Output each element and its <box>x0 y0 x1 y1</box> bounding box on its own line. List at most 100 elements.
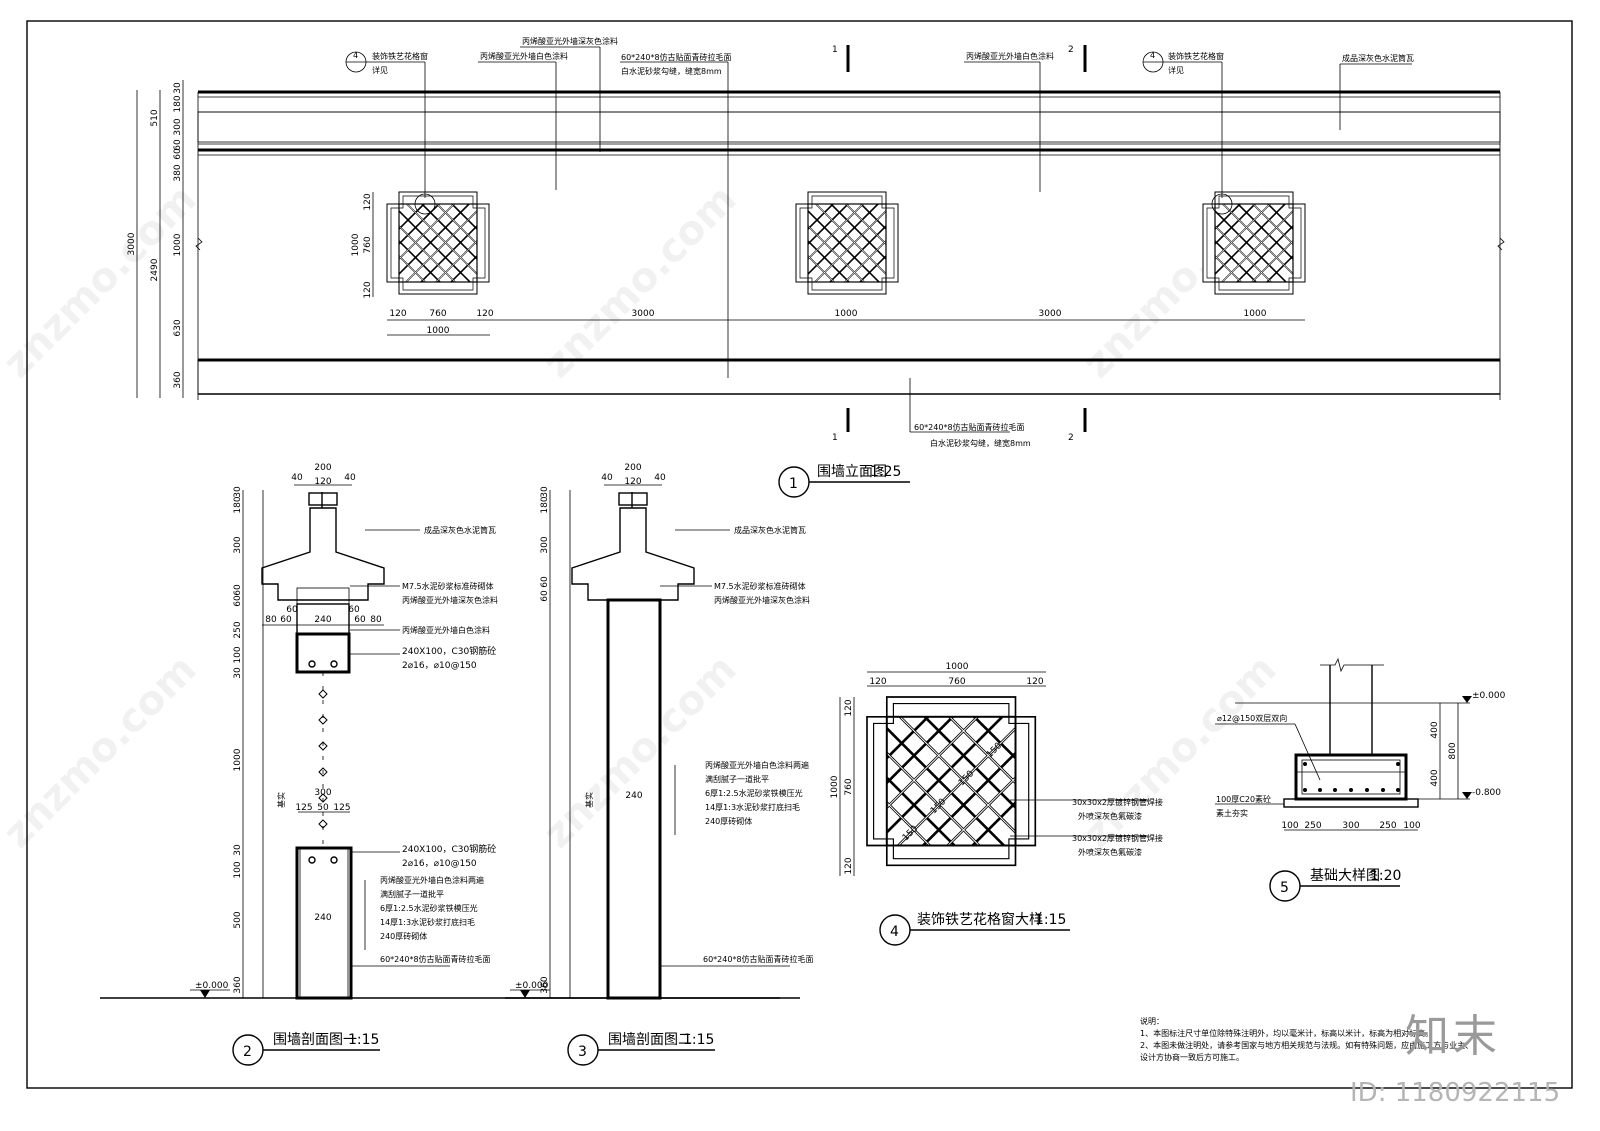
ref-circle-4-left: 4 <box>353 51 358 60</box>
s2-label-putty: 满刮腻子一道批平 <box>705 774 769 784</box>
win-title: 装饰铁艺花格窗大样 <box>917 911 1043 928</box>
s1-label-rebar-top: 2⌀16，⌀10@150 <box>402 661 477 671</box>
s1-dim-6: 100 <box>233 646 243 663</box>
dim-wall-height: 2490 <box>150 258 160 281</box>
label-window-ref-left: 装饰铁艺花格窗 <box>372 51 428 61</box>
dim-d-2: 300 <box>173 118 183 135</box>
fdn-number: 5 <box>1280 880 1289 896</box>
dim-win-bot: 120 <box>363 281 373 298</box>
win-dim-top-0: 1000 <box>946 662 969 672</box>
dim-win-top: 120 <box>363 193 373 210</box>
label-tile-top: 60*240*8仿古贴面青砖拉毛面 <box>621 52 732 62</box>
fdn-scale: 1:20 <box>1370 868 1401 884</box>
dim-d-6: 1000 <box>173 233 183 256</box>
dim-d-7: 630 <box>173 319 183 336</box>
elevation-number: 1 <box>789 476 798 492</box>
label-joint-top: 白水泥砂浆勾缝，缝宽8mm <box>621 66 722 76</box>
s1-dim-11: 500 <box>233 911 243 928</box>
s2-fill-label: 基实 <box>584 792 594 808</box>
fdn-dim-right-1: 400 <box>1430 769 1440 786</box>
s2-dim-3: 60 <box>540 576 550 588</box>
s1-dim-0: 30 <box>233 486 243 498</box>
s1-dim-2: 300 <box>233 536 243 553</box>
dim-h-5: 1000 <box>835 309 858 319</box>
fdn-elev-bot: -0.800 <box>1472 788 1501 798</box>
s1-dim-3: 60 <box>233 584 243 596</box>
section-1-view: 30 180 300 60 60 250 100 30 1000 30 100 … <box>100 463 780 1066</box>
fdn-dim-bot-1: 250 <box>1304 821 1321 831</box>
win-number: 4 <box>890 924 899 940</box>
s1-fill-label: 基实 <box>276 792 286 808</box>
s1-scale: 1:15 <box>348 1032 379 1048</box>
notes-item-2: 2、本图未做注明处，请参考国家与地方相关规范与法规。如有特殊问题，应由施工方与业… <box>1140 1041 1474 1062</box>
s1-label-plaster1: 6厚1:2.5水泥砂浆铁模压光 <box>380 903 478 913</box>
fdn-dim-bot-0: 100 <box>1281 821 1298 831</box>
s1-pier-dim-0: 300 <box>314 788 331 798</box>
label-coping-paint: 丙烯酸亚光外墙深灰色涂料 <box>522 36 618 46</box>
brand-logo: 知末 <box>1405 1011 1501 1062</box>
fdn-label-pad: 100厚C20素砼 <box>1216 794 1271 804</box>
s2-wall-thk: 240 <box>625 791 642 801</box>
s1-top-dim-0: 40 <box>291 473 303 483</box>
s1-label-wall-paint: 丙烯酸亚光外墙白色涂料 <box>402 625 490 635</box>
label-joint-bottom: 白水泥砂浆勾缝，缝宽8mm <box>930 438 1031 448</box>
s2-dim-2: 300 <box>540 536 550 553</box>
s1-pier-dim-2: 50 <box>317 803 329 813</box>
s1-datum: ±0.000 <box>195 981 229 991</box>
win-dim-left-0: 120 <box>844 699 854 716</box>
dim-h-7: 1000 <box>1244 309 1267 319</box>
win-label-finish1: 外喷深灰色氟碳漆 <box>1078 811 1142 821</box>
win-label-steel1: 30x30x2厚镀锌钢管焊接 <box>1072 797 1163 807</box>
watermark-pattern: znzmo.com znzmo.com znzmo.com znzmo.com … <box>0 176 1285 857</box>
s1-label-paint2: 丙烯酸亚光外墙白色涂料两遍 <box>380 875 484 885</box>
s1-top-dim-3: 120 <box>314 477 331 487</box>
section-mark-2-bottom: 2 <box>1068 433 1074 443</box>
s1-label-brick: 240厚砖砌体 <box>380 931 427 941</box>
section-2-view: 30 180 300 60 60 360 基实 40 200 40 120 24… <box>505 463 814 1066</box>
s1-dim-1: 180 <box>233 496 243 513</box>
s1-top-dim-2: 40 <box>344 473 356 483</box>
s1-label-coping-paint: 丙烯酸亚光外墙深灰色涂料 <box>402 595 498 605</box>
label-window-ref-right: 装饰铁艺花格窗 <box>1168 51 1224 61</box>
win-dim-top-1: 120 <box>869 677 886 687</box>
s2-label-paint2: 丙烯酸亚光外墙白色涂料两遍 <box>705 760 809 770</box>
s2-dim-0: 30 <box>540 486 550 498</box>
s1-dim-12: 360 <box>233 976 243 993</box>
dim-h-0: 120 <box>389 309 406 319</box>
svg-text:znzmo.com: znzmo.com <box>535 176 746 387</box>
s1-mid-dim-4: 80 <box>370 615 382 625</box>
svg-text:znzmo.com: znzmo.com <box>1075 646 1286 857</box>
ref-circle-4-right: 4 <box>1150 51 1155 60</box>
section-mark-2-top: 2 <box>1068 45 1074 55</box>
s2-label-coping-paint: 丙烯酸亚光外墙深灰色涂料 <box>714 595 810 605</box>
s2-top-dim-1: 200 <box>624 463 641 473</box>
dim-h-2: 120 <box>476 309 493 319</box>
dim-d-3: 60 <box>173 139 183 151</box>
s1-pier-dim-3: 125 <box>333 803 350 813</box>
roof-tile-band <box>197 111 1501 143</box>
sheet-frame <box>26 20 1573 1089</box>
s1-mid-dim-1: 60 <box>280 615 292 625</box>
s2-top-dim-0: 40 <box>601 473 613 483</box>
section-mark-1-top: 1 <box>832 45 838 55</box>
fdn-dim-bot-3: 250 <box>1379 821 1396 831</box>
label-see-left: 详见 <box>372 65 388 75</box>
fdn-dim-bot-2: 300 <box>1342 821 1359 831</box>
s2-dim-4: 60 <box>540 590 550 602</box>
win-dim-left-3: 1000 <box>830 775 840 798</box>
s2-label-mortar: M7.5水泥砂浆标准砖砌体 <box>714 581 806 591</box>
fdn-label-soil: 素土夯实 <box>1216 808 1248 818</box>
s1-mid-dim-3: 60 <box>354 615 366 625</box>
dim-win-total: 1000 <box>351 233 361 256</box>
s1-label-putty: 满刮腻子一道批平 <box>380 889 444 899</box>
s1-mid-dim-2: 240 <box>314 615 331 625</box>
dim-d-4: 60 <box>173 148 183 160</box>
notes-heading: 说明： <box>1140 1017 1164 1026</box>
s1-mid-dim-6: 60 <box>348 605 360 615</box>
s2-label-tile: 60*240*8仿古贴面青砖拉毛面 <box>703 954 814 964</box>
label-wall-paint-right: 丙烯酸亚光外墙白色涂料 <box>966 51 1054 61</box>
s2-top-dim-3: 120 <box>624 477 641 487</box>
image-id: ID: 1180922115 <box>1350 1078 1561 1108</box>
s1-wall-thk: 240 <box>314 913 331 923</box>
s1-label-roof-tile: 成品深灰色水泥筒瓦 <box>424 525 496 535</box>
